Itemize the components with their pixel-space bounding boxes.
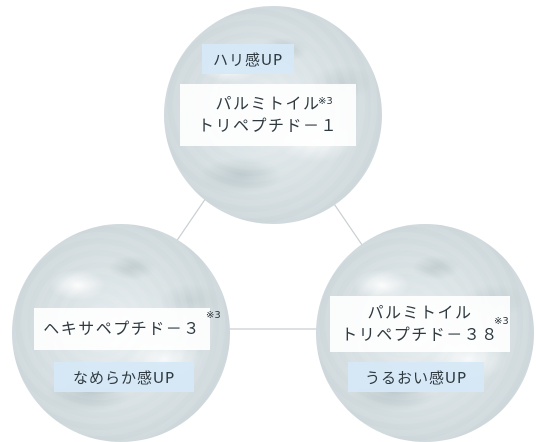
effect-label-left: なめらか感UP [54, 362, 194, 392]
note-mark-top: ※3 [318, 96, 333, 107]
effect-label-right: うるおい感UP [348, 362, 484, 392]
ingredient-name-right: パルミトイル トリペプチド－３８ [330, 296, 510, 352]
ingredient-name-right-line2: トリペプチド－３８ [341, 325, 499, 344]
effect-label-top: ハリ感UP [202, 44, 294, 74]
ingredient-name-left: ヘキサペプチド－３ [34, 308, 210, 350]
ingredient-name-top-line1: パルミトイル [215, 94, 321, 113]
ingredient-name-top-line2: トリペプチド－１ [197, 116, 338, 135]
ingredient-name-top: パルミトイル トリペプチド－１ [180, 84, 356, 146]
ingredient-name-right-line1: パルミトイル [367, 303, 473, 322]
note-mark-left: ※3 [206, 310, 221, 321]
ingredient-name-left-line1: ヘキサペプチド－３ [43, 319, 201, 338]
note-mark-right: ※3 [494, 316, 509, 327]
